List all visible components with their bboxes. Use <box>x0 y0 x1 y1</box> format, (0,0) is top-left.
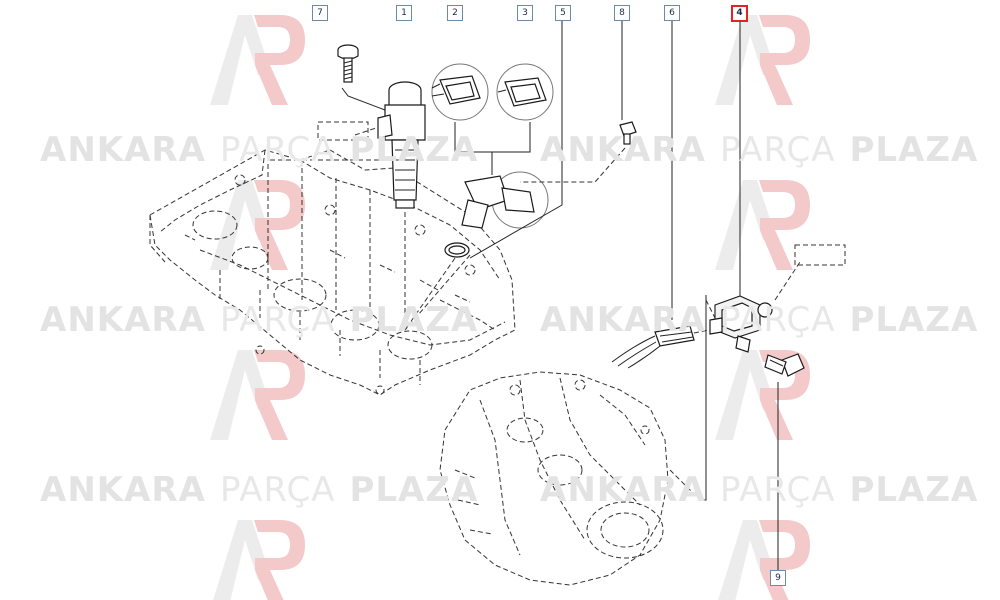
callout-9[interactable]: 9 <box>770 570 786 586</box>
callout-5[interactable]: 5 <box>555 5 571 21</box>
callout-8[interactable]: 8 <box>614 5 630 21</box>
part-4-crankshaft-sensor <box>709 22 846 353</box>
callout-7[interactable]: 7 <box>312 5 328 21</box>
assembly-leader-lines <box>267 121 471 331</box>
watermark-logo <box>213 520 305 600</box>
callout-4[interactable]: 4 <box>731 5 748 22</box>
watermark-logo <box>715 350 810 440</box>
gearbox-housing-outline <box>439 295 716 586</box>
callout-2[interactable]: 2 <box>447 5 463 21</box>
callout-3[interactable]: 3 <box>517 5 533 21</box>
watermark-logo <box>210 350 305 440</box>
watermark-logo <box>210 180 305 270</box>
part-1-ignition-coil <box>377 81 426 209</box>
part-2-connector <box>431 63 489 121</box>
part-8-small-bolt <box>520 20 637 183</box>
watermark-logo <box>715 15 810 105</box>
part-5-camshaft-sensor <box>404 20 563 331</box>
part-6-sensor-harness <box>611 20 719 369</box>
watermark-logo <box>210 15 305 105</box>
cylinder-head-outline <box>149 149 516 396</box>
watermark-logo <box>715 180 810 270</box>
callout-1[interactable]: 1 <box>396 5 412 21</box>
part-3-connector <box>496 63 554 121</box>
part-7-bolt <box>337 44 386 111</box>
callout-6[interactable]: 6 <box>664 5 680 21</box>
part-9-bolt <box>764 353 805 570</box>
